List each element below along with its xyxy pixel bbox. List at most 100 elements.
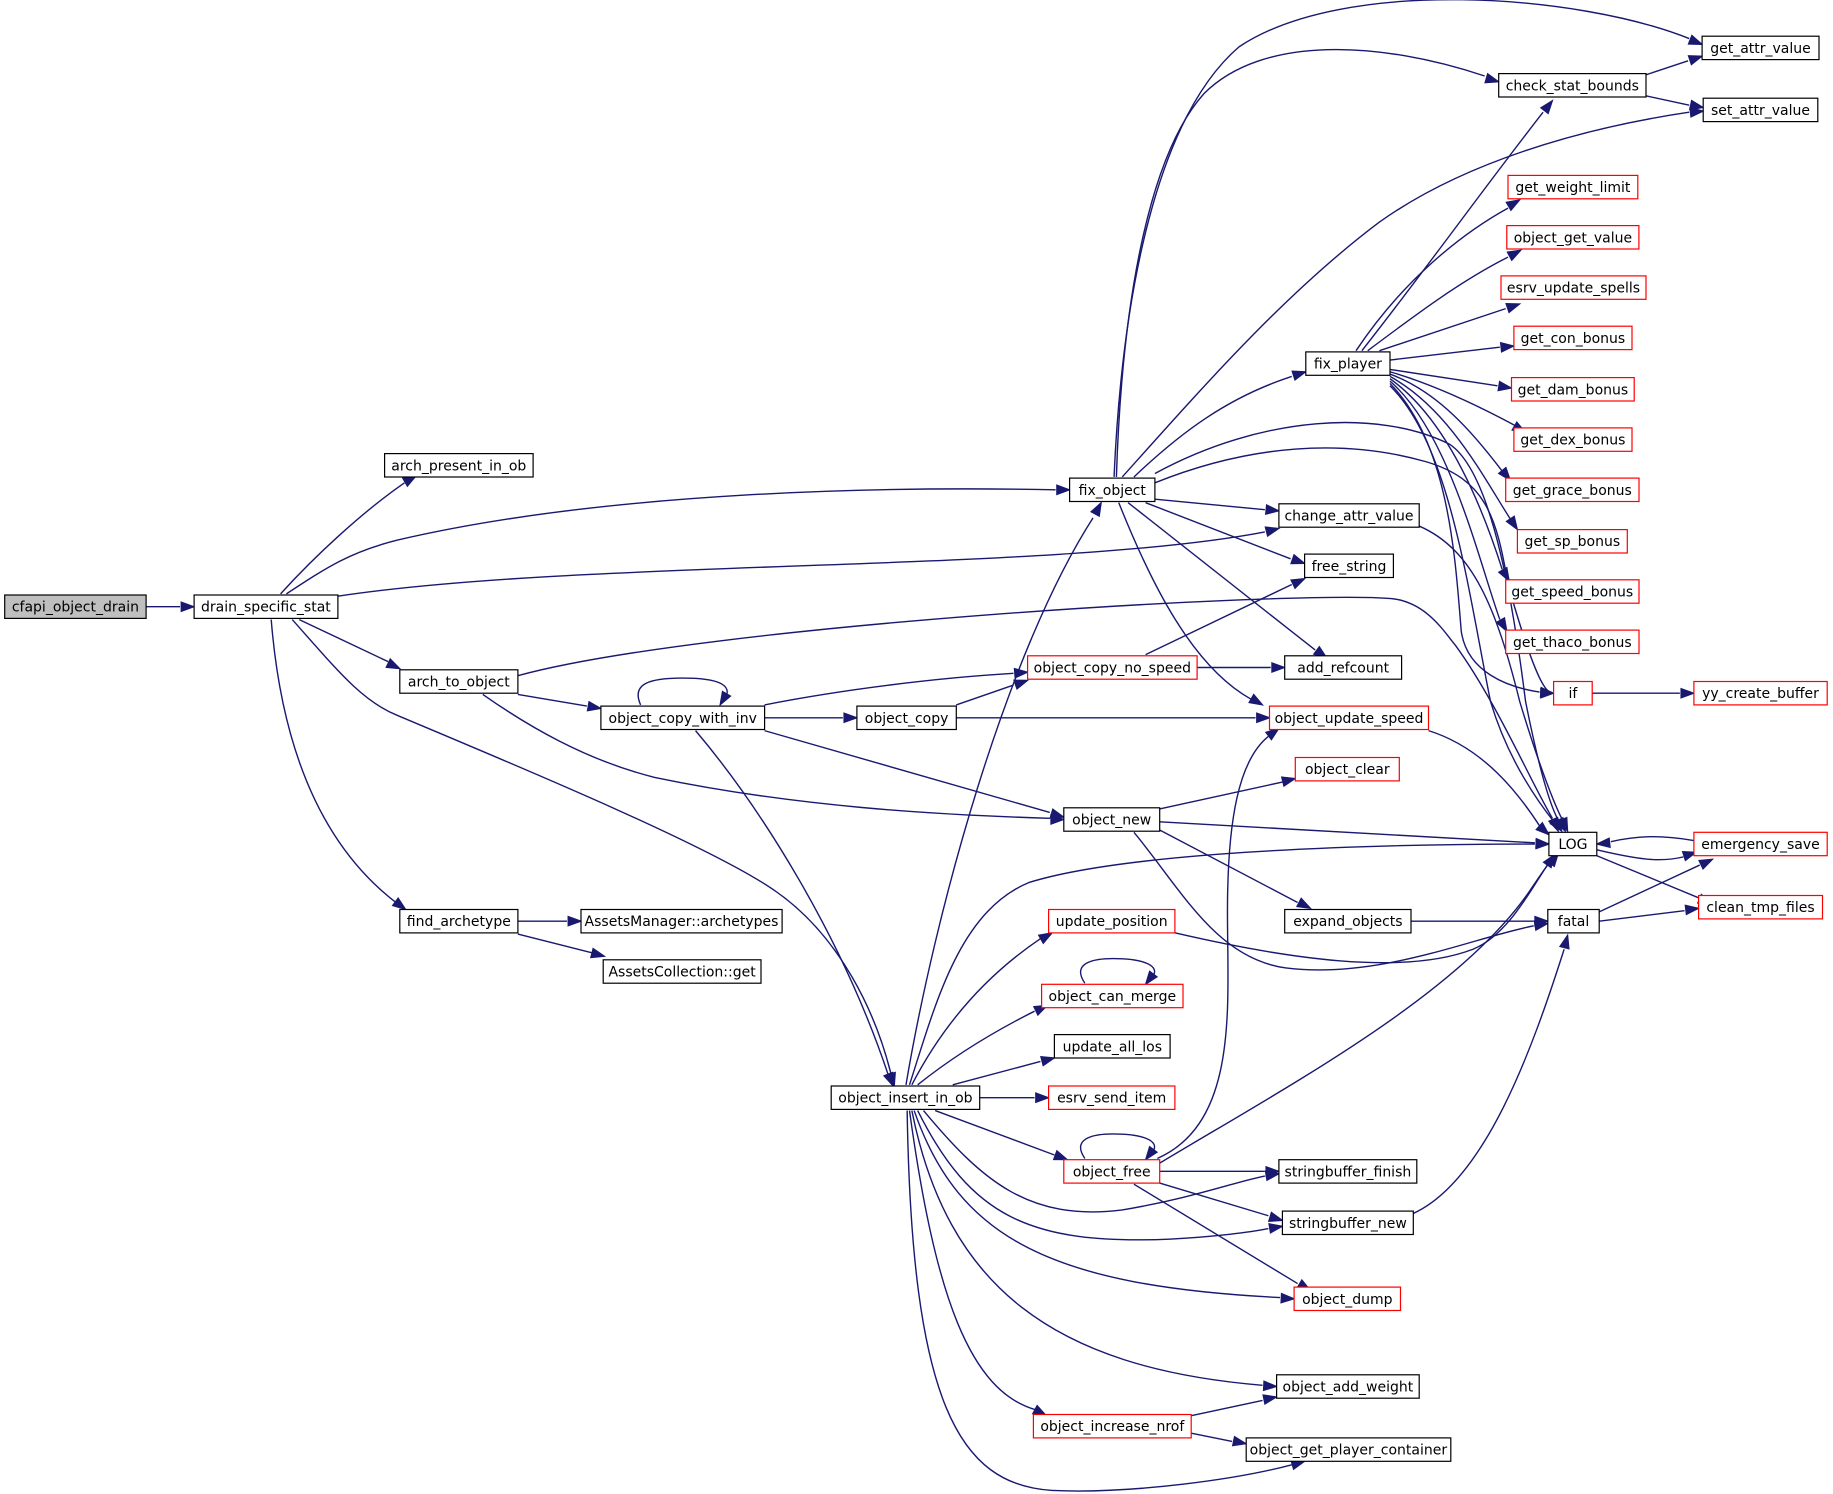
node-object-copy[interactable]: object_copy [856,705,957,731]
node-player-container[interactable]: object_get_player_container [1245,1437,1452,1462]
node-box[interactable] [600,705,766,731]
node-box[interactable] [1068,477,1156,503]
node-box[interactable] [1507,174,1639,200]
node-insert-in-ob[interactable]: object_insert_in_ob [830,1085,981,1110]
node-change-attr[interactable]: change_attr_value [1278,503,1420,528]
node-set-attr[interactable]: set_attr_value [1702,97,1819,123]
node-esrv-send-item[interactable]: esrv_send_item [1047,1085,1176,1110]
node-update-speed[interactable]: object_update_speed [1268,705,1430,731]
node-box[interactable] [384,453,534,478]
node-box[interactable] [1513,325,1633,351]
node-box[interactable] [602,959,762,984]
node-check-stat[interactable]: check_stat_bounds [1498,72,1647,98]
node-box[interactable] [1506,225,1640,250]
node-object-clear[interactable]: object_clear [1294,756,1400,782]
node-ac-get[interactable]: AssetsCollection::get [602,959,762,984]
node-add-refcount[interactable]: add_refcount [1284,655,1403,680]
node-box[interactable] [1701,35,1820,61]
node-box[interactable] [4,594,147,619]
node-get-dam-bonus[interactable]: get_dam_bonus [1510,377,1635,402]
node-add-weight[interactable]: object_add_weight [1275,1374,1420,1399]
node-box[interactable] [1040,983,1184,1009]
node-box[interactable] [1026,655,1198,680]
node-box[interactable] [830,1085,981,1110]
node-box[interactable] [1697,894,1824,920]
node-box[interactable] [1278,503,1420,528]
node-copy-no-speed[interactable]: object_copy_no_speed [1026,655,1198,680]
node-get-speed-bonus[interactable]: get_speed_bonus [1505,579,1640,604]
node-get-sp-bonus[interactable]: get_sp_bonus [1516,528,1628,554]
node-box[interactable] [1693,831,1828,857]
node-box[interactable] [1305,351,1391,376]
node-object-dump[interactable]: object_dump [1293,1286,1402,1312]
node-object-free[interactable]: object_free [1063,1159,1161,1184]
node-box[interactable] [1552,680,1593,706]
node-box[interactable] [1053,1033,1171,1059]
node-box[interactable] [1063,1159,1161,1184]
node-box[interactable] [580,908,783,934]
node-fatal[interactable]: fatal [1547,908,1600,934]
node-find-archetype[interactable]: find_archetype [399,908,519,934]
node-yy-create-buffer[interactable]: yy_create_buffer [1693,680,1828,706]
node-box[interactable] [1032,1413,1192,1439]
node-box[interactable] [1293,1286,1402,1312]
node-obj-get-value[interactable]: object_get_value [1506,225,1640,250]
node-am-archetypes[interactable]: AssetsManager::archetypes [580,908,783,934]
node-box[interactable] [1284,655,1403,680]
node-update-all-los[interactable]: update_all_los [1053,1033,1171,1059]
node-box[interactable] [1303,553,1394,579]
node-get-thaco-bonus[interactable]: get_thaco_bonus [1505,629,1640,655]
node-box[interactable] [1294,756,1400,782]
node-fix-object[interactable]: fix_object [1068,477,1156,503]
node-LOG[interactable]: LOG [1548,831,1598,857]
node-box[interactable] [1498,72,1647,98]
node-copy-with-inv[interactable]: object_copy_with_inv [600,705,766,731]
node-box[interactable] [399,908,519,934]
node-drain[interactable]: drain_specific_stat [193,594,339,619]
node-clean-tmp-files[interactable]: clean_tmp_files [1697,894,1824,920]
node-get-grace-bonus[interactable]: get_grace_bonus [1505,477,1640,503]
node-box[interactable] [856,705,957,731]
node-box[interactable] [1505,629,1640,655]
node-box[interactable] [1513,427,1633,452]
node-box[interactable] [1548,831,1598,857]
node-box[interactable] [1278,1159,1418,1184]
node-get-con-bonus[interactable]: get_con_bonus [1513,325,1633,351]
node-box[interactable] [1510,377,1635,402]
node-box[interactable] [1500,275,1647,300]
node-box[interactable] [1245,1437,1452,1462]
node-box[interactable] [1547,908,1600,934]
node-box[interactable] [1693,680,1828,706]
node-get-dex-bonus[interactable]: get_dex_bonus [1513,427,1633,452]
node-fix-player[interactable]: fix_player [1305,351,1391,376]
node-esrv-update-spells[interactable]: esrv_update_spells [1500,275,1647,300]
node-box[interactable] [1505,477,1640,503]
node-free-string[interactable]: free_string [1303,553,1394,579]
node-box[interactable] [399,669,519,694]
node-get-weight-limit[interactable]: get_weight_limit [1507,174,1639,200]
node-box[interactable] [1284,908,1412,934]
node-object-new[interactable]: object_new [1063,807,1161,832]
node-box[interactable] [1047,1085,1176,1110]
node-if-node[interactable]: if [1552,680,1593,706]
node-box[interactable] [1268,705,1430,731]
node-sb-new[interactable]: stringbuffer_new [1281,1210,1414,1236]
node-arch-present[interactable]: arch_present_in_ob [384,453,534,478]
node-box[interactable] [1516,528,1628,554]
node-box[interactable] [1047,908,1176,934]
node-root[interactable]: cfapi_object_drain [4,594,147,619]
node-get-attr[interactable]: get_attr_value [1701,35,1820,61]
node-box[interactable] [1275,1374,1420,1399]
node-emergency-save[interactable]: emergency_save [1693,831,1828,857]
node-update-position[interactable]: update_position [1047,908,1176,934]
node-sb-finish[interactable]: stringbuffer_finish [1278,1159,1418,1184]
node-increase-nrof[interactable]: object_increase_nrof [1032,1413,1192,1439]
node-arch-to-object[interactable]: arch_to_object [399,669,519,694]
node-box[interactable] [1063,807,1161,832]
node-can-merge[interactable]: object_can_merge [1040,983,1184,1009]
node-box[interactable] [193,594,339,619]
node-box[interactable] [1702,97,1819,123]
node-box[interactable] [1505,579,1640,604]
node-box[interactable] [1281,1210,1414,1236]
node-expand-objects[interactable]: expand_objects [1284,908,1412,934]
